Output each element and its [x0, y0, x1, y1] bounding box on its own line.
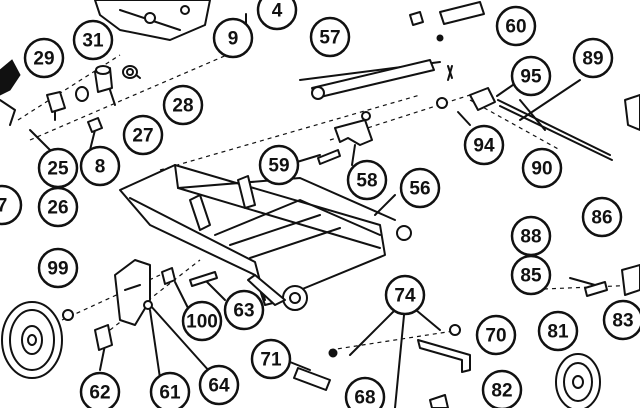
bracket-58-part	[317, 111, 373, 165]
callout-label-89: 89	[582, 49, 603, 70]
lower-middle-parts	[293, 324, 471, 408]
callout-label-25: 25	[47, 159, 69, 180]
callout-83: 83	[602, 299, 640, 341]
callout-label-70: 70	[485, 326, 506, 347]
callout-99: 99	[37, 247, 79, 289]
callout-88: 88	[510, 215, 552, 257]
callout-label-4: 4	[272, 1, 283, 22]
right-upper-parts	[436, 65, 640, 161]
callout-58: 58	[346, 159, 388, 201]
callout-label-56: 56	[409, 179, 430, 200]
callout-label-100: 100	[186, 312, 218, 333]
callout-25: 25	[37, 147, 79, 189]
callout-60: 60	[495, 5, 537, 47]
callout-label-60: 60	[505, 17, 526, 38]
callout-62: 62	[79, 371, 121, 408]
callout-label-82: 82	[491, 381, 512, 402]
main-frame-part	[119, 164, 412, 311]
callout-86: 86	[581, 196, 623, 238]
callout-90: 90	[521, 147, 563, 189]
upper-bracket-part	[94, 0, 211, 41]
callout-100: 100	[181, 300, 223, 342]
callout-label-64: 64	[208, 376, 230, 397]
pulley-left-part	[1, 301, 63, 379]
callout-82: 82	[481, 369, 523, 408]
callout-label-95: 95	[520, 67, 542, 88]
callout-9: 9	[212, 17, 254, 59]
callout-label-61: 61	[159, 383, 181, 404]
callout-label-63: 63	[233, 301, 254, 322]
callout-7: 7	[0, 184, 23, 226]
callout-label-88: 88	[520, 227, 541, 248]
callout-label-57: 57	[319, 28, 340, 49]
callout-label-8: 8	[95, 157, 106, 178]
callout-81: 81	[537, 310, 579, 352]
callout-label-7: 7	[0, 196, 7, 217]
callout-8: 8	[79, 145, 121, 187]
lower-left-bracket-part	[62, 259, 218, 351]
callout-31: 31	[72, 19, 114, 61]
callout-label-86: 86	[591, 208, 612, 229]
callout-label-29: 29	[33, 49, 54, 70]
callout-95: 95	[510, 55, 552, 97]
callout-label-83: 83	[612, 311, 633, 332]
callout-59: 59	[258, 144, 300, 186]
callout-label-90: 90	[531, 159, 552, 180]
callout-85: 85	[510, 254, 552, 296]
callout-label-81: 81	[547, 322, 569, 343]
callout-label-68: 68	[354, 388, 375, 408]
callout-74: 74	[384, 274, 426, 316]
small-parts-upper-left	[0, 59, 138, 133]
callout-label-58: 58	[356, 171, 377, 192]
callout-70: 70	[475, 314, 517, 356]
callout-29: 29	[23, 37, 65, 79]
pulley-right-part	[555, 264, 640, 408]
callout-61: 61	[149, 371, 191, 408]
callout-56: 56	[399, 167, 441, 209]
shaft-part	[311, 1, 485, 100]
callout-27: 27	[122, 114, 164, 156]
callout-label-27: 27	[132, 126, 153, 147]
callout-label-59: 59	[268, 156, 289, 177]
callout-94: 94	[463, 124, 505, 166]
callout-4: 4	[256, 0, 298, 31]
callout-label-94: 94	[473, 136, 495, 157]
callout-label-9: 9	[228, 29, 239, 50]
callout-label-99: 99	[47, 259, 68, 280]
callout-label-28: 28	[172, 96, 193, 117]
callout-64: 64	[198, 364, 240, 406]
callout-label-71: 71	[260, 350, 282, 371]
callout-89: 89	[572, 37, 614, 79]
callout-label-26: 26	[47, 198, 68, 219]
callout-71: 71	[250, 338, 292, 380]
callout-label-62: 62	[89, 383, 110, 404]
callout-label-31: 31	[82, 31, 104, 52]
callout-57: 57	[309, 16, 351, 58]
callout-label-85: 85	[520, 266, 542, 287]
callout-68: 68	[344, 376, 386, 408]
callout-63: 63	[223, 289, 265, 331]
callout-label-74: 74	[394, 286, 416, 307]
callout-26: 26	[37, 186, 79, 228]
callout-28: 28	[162, 84, 204, 126]
